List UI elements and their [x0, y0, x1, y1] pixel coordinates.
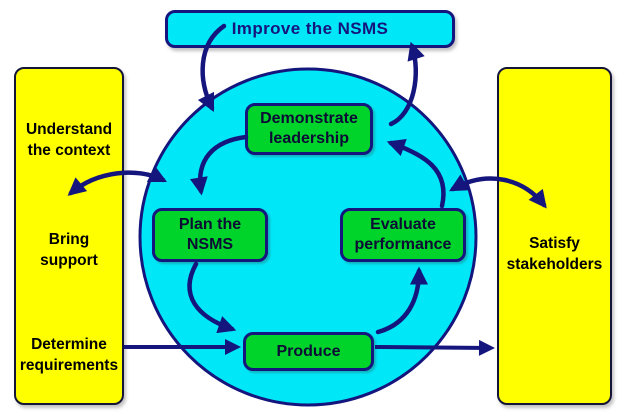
- demonstrate-leadership-label: Demonstrate leadership: [260, 110, 358, 147]
- evaluate-performance-box: Evaluate performance: [340, 208, 466, 262]
- satisfy-stakeholders-label: Satisfy stakeholders: [506, 235, 603, 273]
- demonstrate-leadership-box: Demonstrate leadership: [245, 103, 373, 155]
- left-panel: Understand the context Bring support Det…: [14, 67, 124, 405]
- right-panel: Satisfy stakeholders: [497, 67, 612, 405]
- evaluate-performance-label: Evaluate performance: [354, 216, 452, 253]
- bring-support-label: Bring support: [40, 231, 98, 269]
- plan-nsms-box: Plan the NSMS: [152, 208, 268, 262]
- improve-nsms-label: Improve the NSMS: [231, 19, 389, 38]
- plan-nsms-label: Plan the NSMS: [178, 216, 242, 253]
- determine-requirements-label: Determine requirements: [19, 336, 119, 374]
- produce-box: Produce: [243, 332, 374, 371]
- produce-label: Produce: [276, 342, 341, 360]
- improve-nsms-box: Improve the NSMS: [165, 10, 455, 48]
- understand-context-label: Understand the context: [25, 121, 113, 159]
